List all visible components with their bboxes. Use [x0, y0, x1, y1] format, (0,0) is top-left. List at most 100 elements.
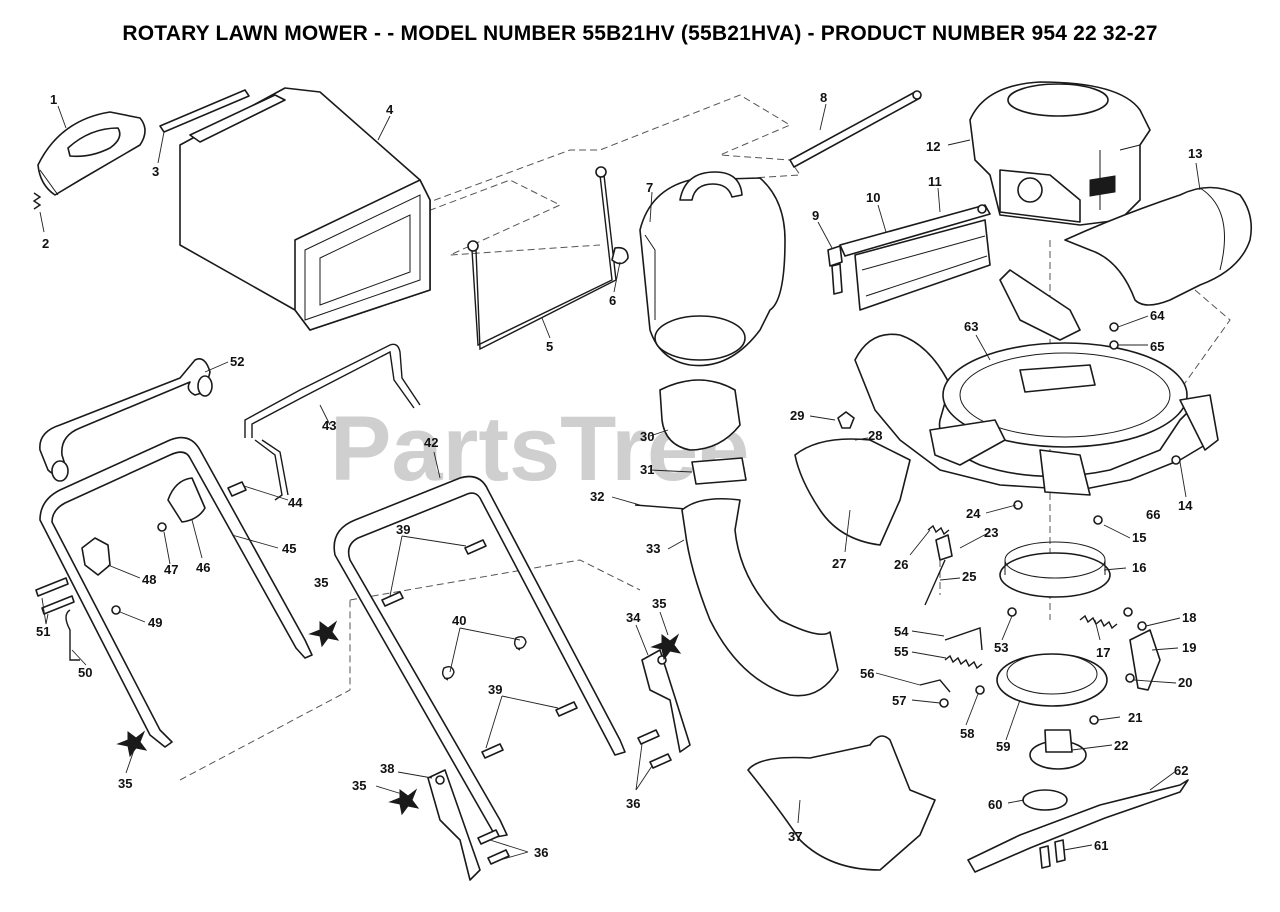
callout-5: 5 — [546, 339, 553, 354]
callout-10: 10 — [866, 190, 880, 205]
callout-8: 8 — [820, 90, 827, 105]
callout-35-b: 35 — [118, 776, 132, 791]
part-35-knob-2 — [116, 730, 148, 758]
callout-43: 43 — [322, 418, 336, 433]
part-17-spring — [1079, 614, 1118, 630]
callout-34: 34 — [626, 610, 641, 625]
callout-51: 51 — [36, 624, 50, 639]
callout-27: 27 — [832, 556, 846, 571]
callout-6: 6 — [609, 293, 616, 308]
callout-62: 62 — [1174, 763, 1188, 778]
part-36-bolts — [477, 729, 672, 865]
part-47-nut — [157, 522, 167, 532]
callout-4: 4 — [386, 102, 394, 117]
part-6-clip — [611, 246, 629, 265]
callout-49: 49 — [148, 615, 162, 630]
callout-55: 55 — [894, 644, 908, 659]
part-40-spring-1 — [441, 665, 455, 681]
callout-18: 18 — [1182, 610, 1196, 625]
callout-39-a: 39 — [396, 522, 410, 537]
callout-28: 28 — [868, 428, 882, 443]
callout-21: 21 — [1128, 710, 1142, 725]
callout-58: 58 — [960, 726, 974, 741]
callout-37: 37 — [788, 829, 802, 844]
part-5-bag-frame — [467, 166, 617, 351]
part-59-pulley — [996, 653, 1108, 707]
small-fasteners — [939, 322, 1181, 725]
callout-60: 60 — [988, 797, 1002, 812]
part-23-cable-end — [935, 534, 953, 561]
part-63-mower-deck — [854, 269, 1219, 496]
callout-labels: 1 2 3 4 5 6 7 8 9 10 11 12 13 14 15 16 1… — [36, 90, 1202, 860]
callout-48: 48 — [142, 572, 156, 587]
callout-29: 29 — [790, 408, 804, 423]
part-61-blade-bolts — [1039, 839, 1066, 869]
part-16-ring — [999, 541, 1111, 598]
part-49-nut — [111, 605, 121, 615]
part-12-engine — [969, 81, 1151, 226]
callout-35-a: 35 — [314, 575, 328, 590]
callout-50: 50 — [78, 665, 92, 680]
part-60-blade-adapter — [1022, 789, 1068, 811]
part-39-bolt-2 — [381, 591, 404, 607]
part-29-wing-nut — [837, 411, 855, 429]
part-1-handle-grip — [37, 111, 146, 196]
part-22-adapter — [1029, 729, 1087, 770]
part-37-rear-shield — [747, 735, 936, 871]
callout-54: 54 — [894, 624, 909, 639]
callout-17: 17 — [1096, 645, 1110, 660]
callout-57: 57 — [892, 693, 906, 708]
callout-7: 7 — [646, 180, 653, 195]
part-10-11-hinge-assembly — [839, 204, 991, 311]
part-13-deflector — [1064, 186, 1253, 306]
part-46-throttle — [167, 477, 206, 523]
callout-39-b: 39 — [488, 682, 502, 697]
callout-61: 61 — [1094, 838, 1108, 853]
callout-13: 13 — [1188, 146, 1202, 161]
part-52-upper-handle — [39, 358, 213, 482]
callout-52: 52 — [230, 354, 244, 369]
part-40-spring-2 — [513, 635, 527, 651]
callout-16: 16 — [1132, 560, 1146, 575]
part-35-knob-4 — [650, 633, 682, 661]
part-43-control-bail — [244, 343, 421, 501]
callout-44: 44 — [288, 495, 303, 510]
callout-64: 64 — [1150, 308, 1165, 323]
callout-26: 26 — [894, 557, 908, 572]
callout-47: 47 — [164, 562, 178, 577]
callout-11: 11 — [928, 174, 942, 189]
callout-3: 3 — [152, 164, 159, 179]
callout-36-b: 36 — [534, 845, 548, 860]
callout-42: 42 — [424, 435, 438, 450]
part-56-link — [919, 679, 951, 693]
part-2-spring-clip — [32, 192, 42, 210]
callout-25: 25 — [962, 569, 976, 584]
part-26-spring — [927, 524, 950, 536]
part-39-bolt-1 — [464, 539, 487, 555]
part-8-axle-rod — [789, 90, 922, 168]
part-3-rod — [159, 89, 250, 133]
part-25-rod — [924, 559, 946, 606]
part-28-mulch-plug — [794, 438, 911, 546]
callout-14: 14 — [1178, 498, 1193, 513]
callout-12: 12 — [926, 139, 940, 154]
callout-45: 45 — [282, 541, 296, 556]
callout-23: 23 — [984, 525, 998, 540]
part-54-bracket — [944, 627, 983, 651]
part-9-bolt — [827, 245, 843, 295]
part-7-rear-flap — [639, 171, 786, 367]
callout-65: 65 — [1150, 339, 1164, 354]
part-4-grass-bag — [179, 87, 431, 331]
part-39-bolt-3 — [555, 701, 578, 717]
part-31-label-plate — [691, 457, 747, 485]
callout-53: 53 — [994, 640, 1008, 655]
callout-15: 15 — [1132, 530, 1146, 545]
part-35-knob-1 — [308, 620, 340, 648]
part-33-discharge-chute — [681, 497, 839, 697]
callout-19: 19 — [1182, 640, 1196, 655]
callout-38: 38 — [380, 761, 394, 776]
callout-59: 59 — [996, 739, 1010, 754]
callout-36-a: 36 — [626, 796, 640, 811]
part-55-spring — [944, 654, 983, 670]
